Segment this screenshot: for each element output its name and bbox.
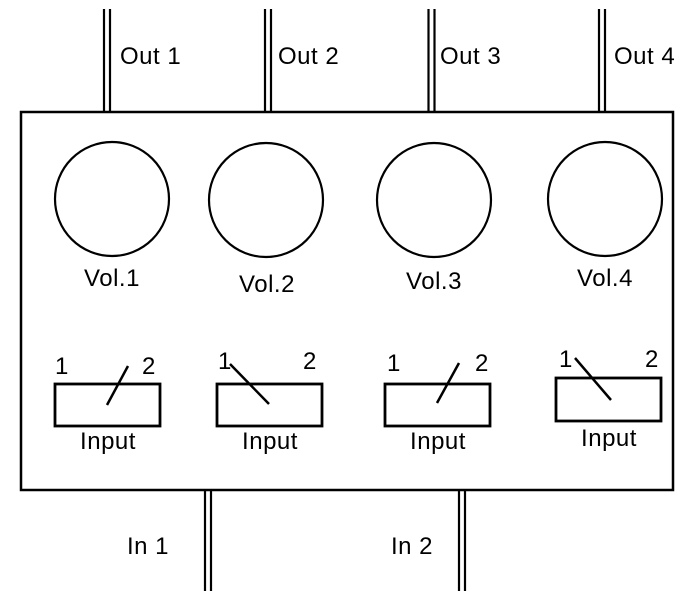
switch-body-1 (53, 382, 162, 428)
input-switch-2 (215, 363, 324, 428)
input-switch-3 (383, 362, 492, 428)
switch-1-pos2-label: 2 (142, 353, 156, 380)
output-label-1: Out 1 (120, 43, 182, 70)
volume-label-4: Vol.4 (577, 265, 633, 292)
switch-4-pos1-label: 1 (559, 346, 573, 373)
volume-knob-1 (53, 140, 171, 258)
switch-2-pos1-label: 1 (218, 348, 232, 375)
volume-label-3: Vol.3 (406, 268, 462, 295)
volume-label-2: Vol.2 (239, 271, 295, 298)
output-cable-1 (102, 9, 112, 112)
volume-knob-3 (375, 141, 493, 259)
switch-1-pos1-label: 1 (55, 353, 69, 380)
switch-body-2 (215, 382, 324, 428)
input-label-1: In 1 (126, 533, 170, 560)
switch-3-pos2-label: 2 (475, 350, 489, 377)
output-label-3: Out 3 (440, 43, 502, 70)
output-cable-4 (597, 9, 607, 112)
switch-1-caption: Input (80, 428, 136, 455)
output-cable-2 (263, 9, 273, 112)
switch-lever-2 (229, 363, 270, 405)
input-label-2: In 2 (390, 533, 434, 560)
volume-knob-4 (546, 140, 664, 258)
switch-lever-3 (435, 362, 461, 404)
switch-4-caption: Input (581, 425, 637, 452)
switch-2-caption: Input (242, 428, 298, 455)
input-cable-1 (203, 490, 213, 591)
switch-lever-1 (105, 365, 130, 406)
switch-2-pos2-label: 2 (303, 348, 317, 375)
volume-knob-2 (207, 141, 325, 259)
input-switch-4 (554, 357, 663, 423)
switch-lever-4 (574, 357, 612, 401)
input-cable-2 (457, 490, 467, 591)
switch-body-4 (554, 376, 663, 423)
switch-3-pos1-label: 1 (387, 350, 401, 377)
volume-label-1: Vol.1 (84, 265, 140, 292)
switch-body-3 (383, 382, 492, 428)
output-label-2: Out 2 (278, 43, 340, 70)
switch-4-pos2-label: 2 (645, 346, 659, 373)
output-label-4: Out 4 (614, 43, 676, 70)
output-cable-3 (427, 9, 436, 112)
input-switch-1 (53, 365, 162, 428)
switch-3-caption: Input (410, 428, 466, 455)
